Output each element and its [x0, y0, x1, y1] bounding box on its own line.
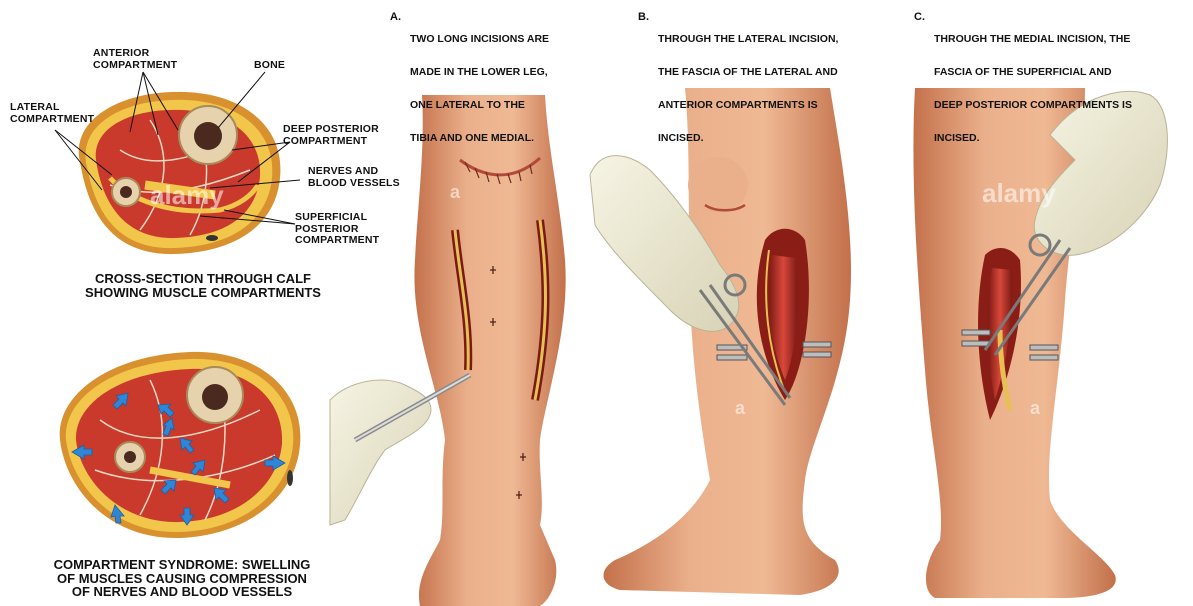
label-nerves-blood-vessels: NERVES AND BLOOD VESSELS: [308, 166, 400, 189]
label-superficial-posterior-compartment: SUPERFICIAL POSTERIOR COMPARTMENT: [295, 212, 379, 247]
leg-a: [414, 95, 565, 606]
watermark-text: alamy: [982, 178, 1056, 209]
caption-cross-section: CROSS-SECTION THROUGH CALF SHOWING MUSCL…: [48, 272, 358, 299]
cross-section-syndrome: [60, 352, 301, 538]
step-c-letter: C.: [914, 12, 925, 23]
watermark-text: a: [450, 182, 460, 203]
caption-compartment-syndrome: COMPARTMENT SYNDROME: SWELLING OF MUSCLE…: [12, 558, 352, 599]
watermark-text: alamy: [150, 180, 224, 211]
label-deep-posterior-compartment: DEEP POSTERIOR COMPARTMENT: [283, 124, 379, 147]
step-a-letter: A.: [390, 12, 401, 23]
watermark-text: a: [1030, 398, 1040, 419]
watermark-text: a: [735, 398, 745, 419]
label-bone: BONE: [254, 60, 285, 72]
label-lateral-compartment: LATERAL COMPARTMENT: [10, 102, 94, 125]
step-b-letter: B.: [638, 12, 649, 23]
label-anterior-compartment: ANTERIOR COMPARTMENT: [93, 48, 177, 71]
